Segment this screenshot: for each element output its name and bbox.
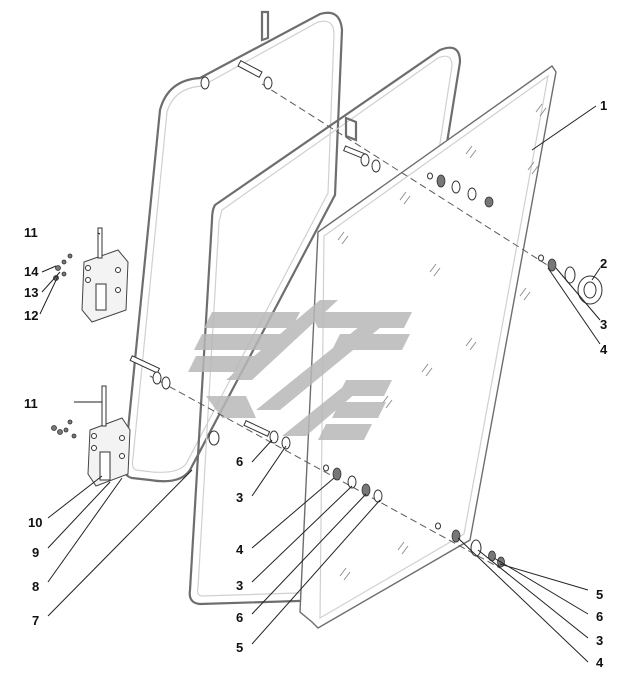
callout-5-lower: 5 — [236, 640, 243, 655]
callout-11-lower: 11 — [24, 396, 38, 411]
manufacturer-logo-watermark — [188, 300, 412, 440]
hinge-sleeve-lower — [99, 451, 111, 481]
hinge-pin-mid — [243, 420, 271, 437]
assembly-axis-lines — [149, 83, 553, 569]
door-frame-outer — [123, 10, 344, 483]
washer-mid-c — [347, 475, 357, 489]
washer-upper-d — [467, 187, 477, 201]
washer-upper-a — [360, 153, 370, 167]
grommet-mid — [361, 483, 371, 497]
callout-8: 8 — [32, 579, 39, 594]
callout-7: 7 — [32, 613, 39, 628]
callout-6-lower: 6 — [236, 610, 243, 625]
callout-9: 9 — [32, 545, 39, 560]
glass-reflection-marks — [337, 103, 547, 581]
leader-lines — [39, 105, 601, 663]
frame-joint-bottom — [208, 430, 220, 446]
hinge-pin-top — [237, 60, 263, 78]
bushing-upper — [436, 174, 446, 188]
grommet-glass-upper — [547, 258, 557, 272]
callout-3-lower: 3 — [236, 578, 243, 593]
washer-top — [263, 76, 273, 90]
callout-5-right: 5 — [596, 587, 603, 602]
callout-10: 10 — [28, 515, 42, 530]
upper-hinge-bracket — [53, 227, 129, 323]
lower-hinge-bracket — [51, 385, 131, 487]
callout-4-right: 4 — [596, 655, 604, 670]
bushing-mid — [332, 467, 342, 481]
nut-glass-upper — [538, 254, 544, 262]
washer-mid-b — [281, 436, 291, 450]
callout-4-upper: 4 — [600, 342, 608, 357]
washer-glass-lower — [470, 539, 482, 557]
nut-glass-lower — [435, 522, 441, 530]
hinge-sleeve-upper — [95, 283, 107, 311]
callout-labels: 1 2 3 4 11 14 13 12 11 6 3 10 9 4 8 3 7 … — [24, 98, 608, 670]
callout-13: 13 — [24, 285, 38, 300]
grommet-glass-lower — [451, 529, 461, 543]
callout-11-upper: 11 — [24, 225, 38, 240]
callout-4-mid: 4 — [236, 542, 244, 557]
callout-2: 2 — [600, 256, 607, 271]
lower-hinge-hardware — [129, 355, 505, 568]
callout-6-right: 6 — [596, 609, 603, 624]
bolt-head-upper — [484, 196, 494, 208]
hinge-bolt-lower — [101, 385, 107, 427]
callout-1: 1 — [600, 98, 607, 113]
washer-lower-a — [152, 371, 162, 385]
hinge-bolt-upper — [97, 227, 103, 259]
washer-lower-b — [161, 376, 171, 390]
callout-6-mid: 6 — [236, 454, 243, 469]
washer-upper-c — [451, 180, 461, 194]
washer-upper-b — [371, 159, 381, 173]
callout-14: 14 — [24, 264, 39, 279]
callout-3-right: 3 — [596, 633, 603, 648]
callout-3-mid: 3 — [236, 490, 243, 505]
upper-hinge-hardware — [237, 60, 603, 305]
nut-mid-a — [323, 464, 329, 472]
hinge-pin-lower — [129, 355, 161, 374]
callout-3-upper: 3 — [600, 317, 607, 332]
callout-12: 12 — [24, 308, 38, 323]
washer-glass-upper — [564, 266, 576, 284]
frame-joint-top — [200, 76, 210, 90]
washer-mid-d — [373, 489, 383, 503]
nut-upper-a — [427, 172, 433, 180]
